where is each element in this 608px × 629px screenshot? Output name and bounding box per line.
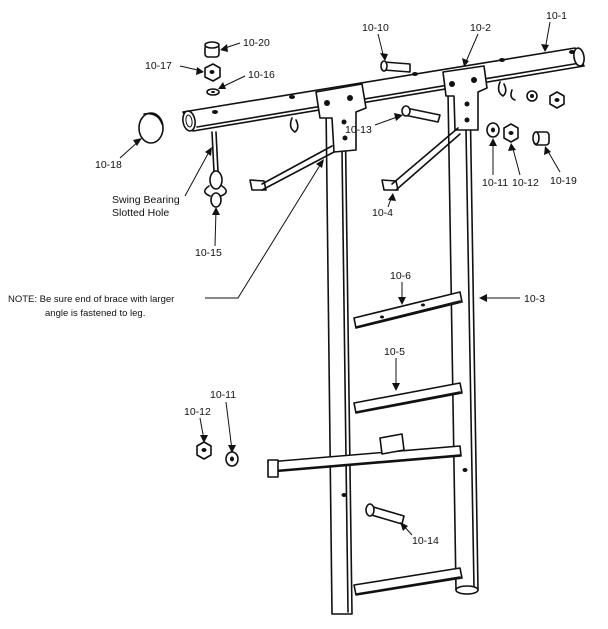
- label-10-6: 10-6: [390, 270, 411, 282]
- nut-right-beam: [549, 91, 565, 109]
- label-10-17: 10-17: [145, 60, 172, 72]
- cap-10-20: [204, 41, 220, 58]
- leader-lines: [119, 21, 561, 536]
- cross-brace-10-6: [353, 291, 463, 329]
- swing-bearing-10-15: [203, 131, 228, 208]
- swing-bearing-label-line2: Slotted Hole: [112, 207, 169, 219]
- note-line2: angle is fastened to leg.: [45, 308, 145, 319]
- label-10-20: 10-20: [243, 37, 270, 49]
- washer-10-16: [206, 88, 220, 96]
- left-leg: [325, 102, 353, 615]
- label-10-19: 10-19: [550, 175, 577, 187]
- hanger-hook-left: [289, 117, 299, 133]
- hanger-hooks-right: [497, 81, 516, 101]
- nut-10-17: [204, 63, 221, 82]
- cross-brace-lower: [267, 433, 462, 478]
- left-diagonal-brace: [249, 145, 335, 191]
- top-beam: [182, 47, 585, 132]
- right-diagonal-brace-10-4: [381, 127, 461, 191]
- part-labels: 10-1 10-2 10-10 10-20 10-17 10-16 10-18 …: [8, 10, 577, 547]
- washer-10-11-top: [486, 122, 500, 138]
- bolt-10-10: [380, 60, 411, 73]
- label-10-15: 10-15: [195, 247, 222, 259]
- right-leg: [447, 91, 479, 595]
- left-t-bracket: [315, 83, 367, 153]
- cross-brace-10-5: [353, 382, 463, 414]
- label-10-1: 10-1: [546, 10, 567, 22]
- label-10-11-top: 10-11: [482, 177, 508, 189]
- label-10-10: 10-10: [362, 22, 389, 34]
- label-10-12-top: 10-12: [512, 177, 539, 189]
- nut-10-12-top: [503, 123, 519, 143]
- end-cap-10-18: [138, 112, 164, 144]
- label-10-18: 10-18: [95, 159, 122, 171]
- label-10-12-bottom: 10-12: [184, 406, 211, 418]
- label-10-13: 10-13: [345, 124, 372, 136]
- label-10-16: 10-16: [248, 69, 275, 81]
- bolt-10-14: [365, 503, 405, 525]
- note-line1: NOTE: Be sure end of brace with larger: [8, 294, 174, 305]
- label-10-11-bottom: 10-11: [210, 389, 236, 401]
- swing-bearing-label-line1: Swing Bearing: [112, 194, 180, 206]
- label-10-14: 10-14: [412, 535, 439, 547]
- label-10-3: 10-3: [524, 293, 545, 305]
- label-10-2: 10-2: [470, 22, 491, 34]
- label-10-4: 10-4: [372, 207, 393, 219]
- bolt-10-13: [401, 105, 441, 123]
- label-10-5: 10-5: [384, 346, 405, 358]
- nut-10-12-bottom: [196, 441, 212, 460]
- cap-10-19: [532, 131, 550, 146]
- right-t-bracket: [442, 65, 488, 131]
- washer-10-11-bottom: [225, 451, 239, 467]
- cross-brace-bottom: [353, 567, 463, 596]
- washer-right-beam: [526, 90, 538, 102]
